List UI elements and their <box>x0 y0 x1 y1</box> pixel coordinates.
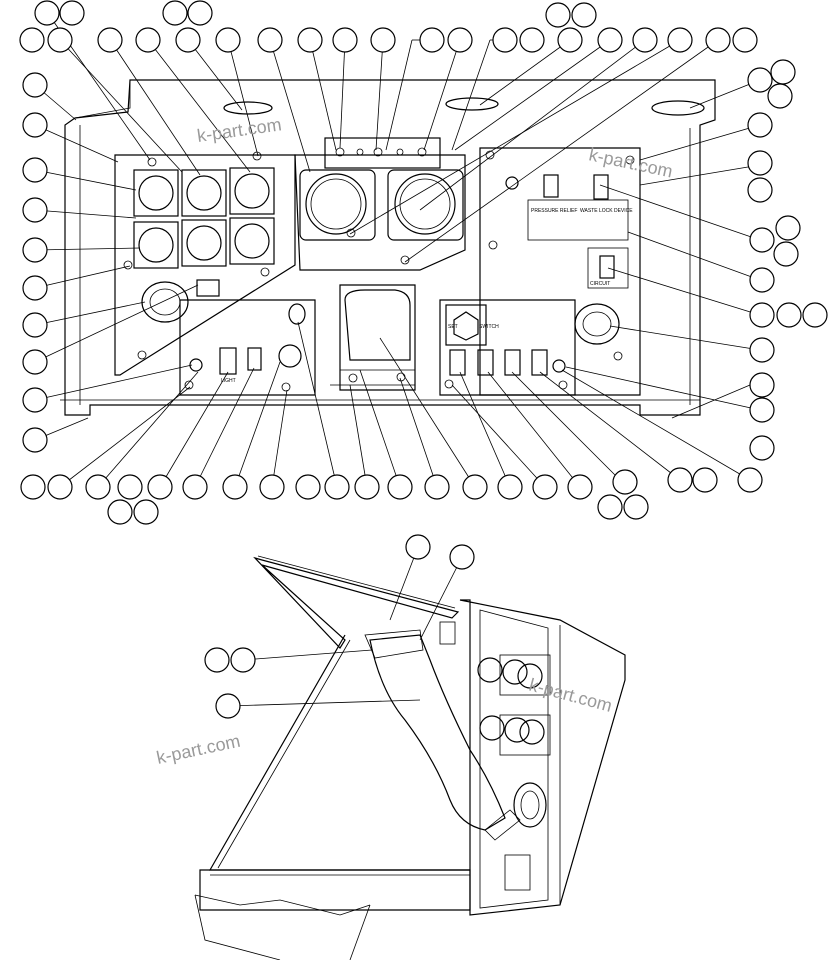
control-panel-front-view: LIGHT SET SWITCH PRESSURE RELIEF WASTE L… <box>60 79 716 416</box>
waste-lock-label: WASTE LOCK DEVICE <box>580 208 633 214</box>
connector-grid <box>133 167 275 269</box>
set-label: SET <box>448 324 458 330</box>
side-connectors <box>477 654 551 891</box>
light-label: LIGHT <box>221 378 236 384</box>
index-bubbles-top <box>19 0 828 525</box>
watermark-4: k-part.com <box>155 731 242 768</box>
switch-label: SWITCH <box>479 324 499 330</box>
panel-side-view <box>194 555 626 960</box>
leader-lines-top <box>34 11 761 488</box>
pressure-relief-label: PRESSURE RELIEF <box>531 208 577 214</box>
index-bubbles-side <box>204 534 475 719</box>
leader-lines-side <box>227 546 463 707</box>
circuit-label: CIRCUIT <box>590 281 610 287</box>
watermark-3: k-part.com <box>527 675 614 716</box>
watermark-2: k-part.com <box>587 144 674 181</box>
